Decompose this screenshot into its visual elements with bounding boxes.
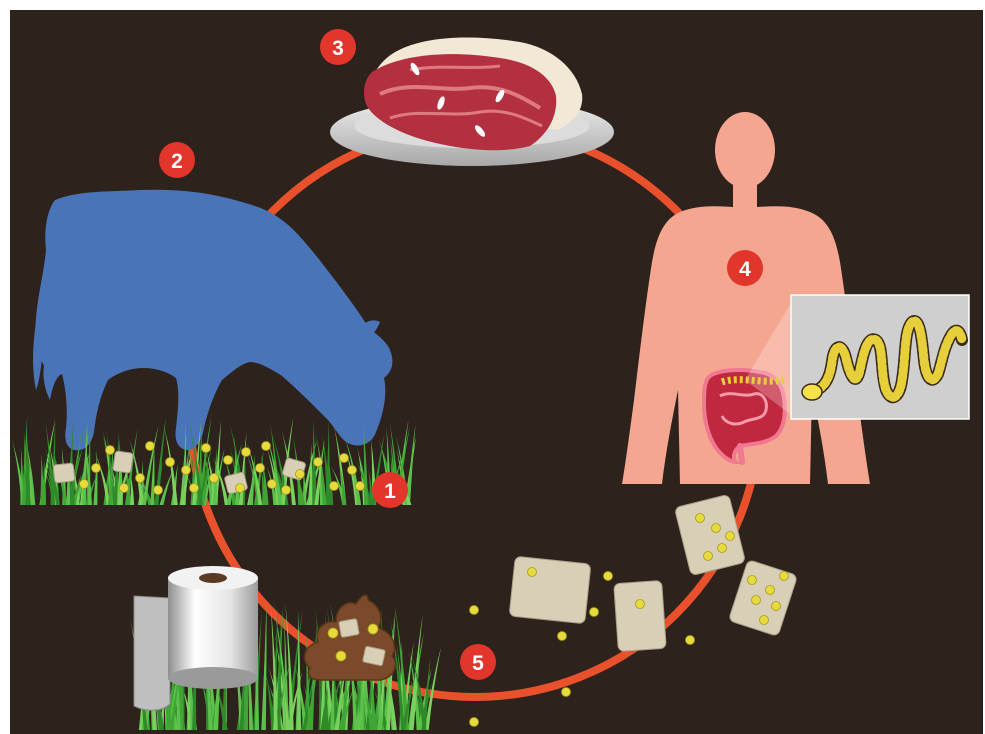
egg [558, 632, 567, 641]
step-badge-2: 2 [159, 142, 195, 178]
step-label-4: 4 [739, 258, 751, 281]
egg [262, 442, 271, 451]
egg [92, 464, 101, 473]
egg [242, 448, 251, 457]
egg [166, 458, 175, 467]
step-badge-4: 4 [727, 250, 763, 286]
egg [470, 718, 479, 727]
egg [752, 596, 761, 605]
egg [562, 688, 571, 697]
egg [636, 600, 645, 609]
step-label-1: 1 [384, 480, 396, 503]
egg [106, 446, 115, 455]
egg [356, 482, 365, 491]
step-label-5: 5 [472, 652, 484, 675]
egg [256, 464, 265, 473]
egg [268, 480, 277, 489]
egg [136, 474, 145, 483]
egg [190, 484, 199, 493]
egg [772, 602, 781, 611]
egg [282, 486, 291, 495]
egg [696, 514, 705, 523]
egg [154, 486, 163, 495]
egg [80, 480, 89, 489]
egg [224, 456, 233, 465]
step-badge-1: 1 [372, 472, 408, 508]
egg [330, 482, 339, 491]
egg [182, 466, 191, 475]
egg [704, 552, 713, 561]
egg [686, 636, 695, 645]
egg [748, 576, 757, 585]
step-label-2: 2 [171, 150, 183, 173]
egg [528, 568, 537, 577]
egg [604, 572, 613, 581]
egg [590, 608, 599, 617]
egg [470, 606, 479, 615]
egg [314, 458, 323, 467]
egg [296, 470, 305, 479]
step-label-3: 3 [332, 37, 344, 60]
egg [146, 442, 155, 451]
egg [766, 586, 775, 595]
egg [210, 474, 219, 483]
egg [120, 484, 129, 493]
egg [760, 616, 769, 625]
egg [726, 532, 735, 541]
egg [348, 466, 357, 475]
egg [236, 484, 245, 493]
step-badge-5: 5 [460, 644, 496, 680]
egg [712, 524, 721, 533]
egg [780, 572, 789, 581]
egg [202, 444, 211, 453]
step-badge-3: 3 [320, 29, 356, 65]
egg [340, 454, 349, 463]
egg [718, 544, 727, 553]
